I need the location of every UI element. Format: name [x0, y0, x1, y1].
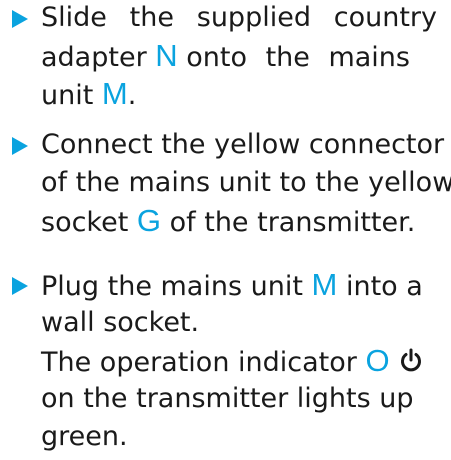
triangle-bullet-icon [12, 10, 28, 28]
step-3-line-5: green. [41, 421, 128, 452]
step-3-line-1: Plug the mains unit M into a [41, 267, 423, 302]
power-icon [401, 348, 422, 372]
step-1-line-1: Slide the supplied country [41, 2, 437, 33]
step-1-line-3: unit M. [41, 76, 137, 111]
operation-indicator-reference: O [365, 343, 390, 378]
step-3-line-3: The operation indicator O [41, 343, 437, 381]
step-3-line-2: wall socket. [41, 307, 200, 338]
step-2-line-1: Connect the yellow connector [41, 129, 445, 160]
step-1-line-2: adapter N onto the mains [41, 38, 410, 73]
triangle-bullet-icon [12, 137, 28, 155]
yellow-socket-reference: G [136, 203, 162, 238]
mains-unit-reference: M [311, 267, 338, 302]
step-2-line-3: socket G of the transmitter. [41, 203, 416, 238]
mains-unit-reference: M [101, 76, 128, 111]
step-3-line-4: on the transmitter lights up [41, 383, 414, 414]
triangle-bullet-icon [12, 277, 28, 295]
adapter-reference: N [155, 38, 178, 73]
step-2-line-2: of the mains unit to the yellow [41, 167, 451, 198]
